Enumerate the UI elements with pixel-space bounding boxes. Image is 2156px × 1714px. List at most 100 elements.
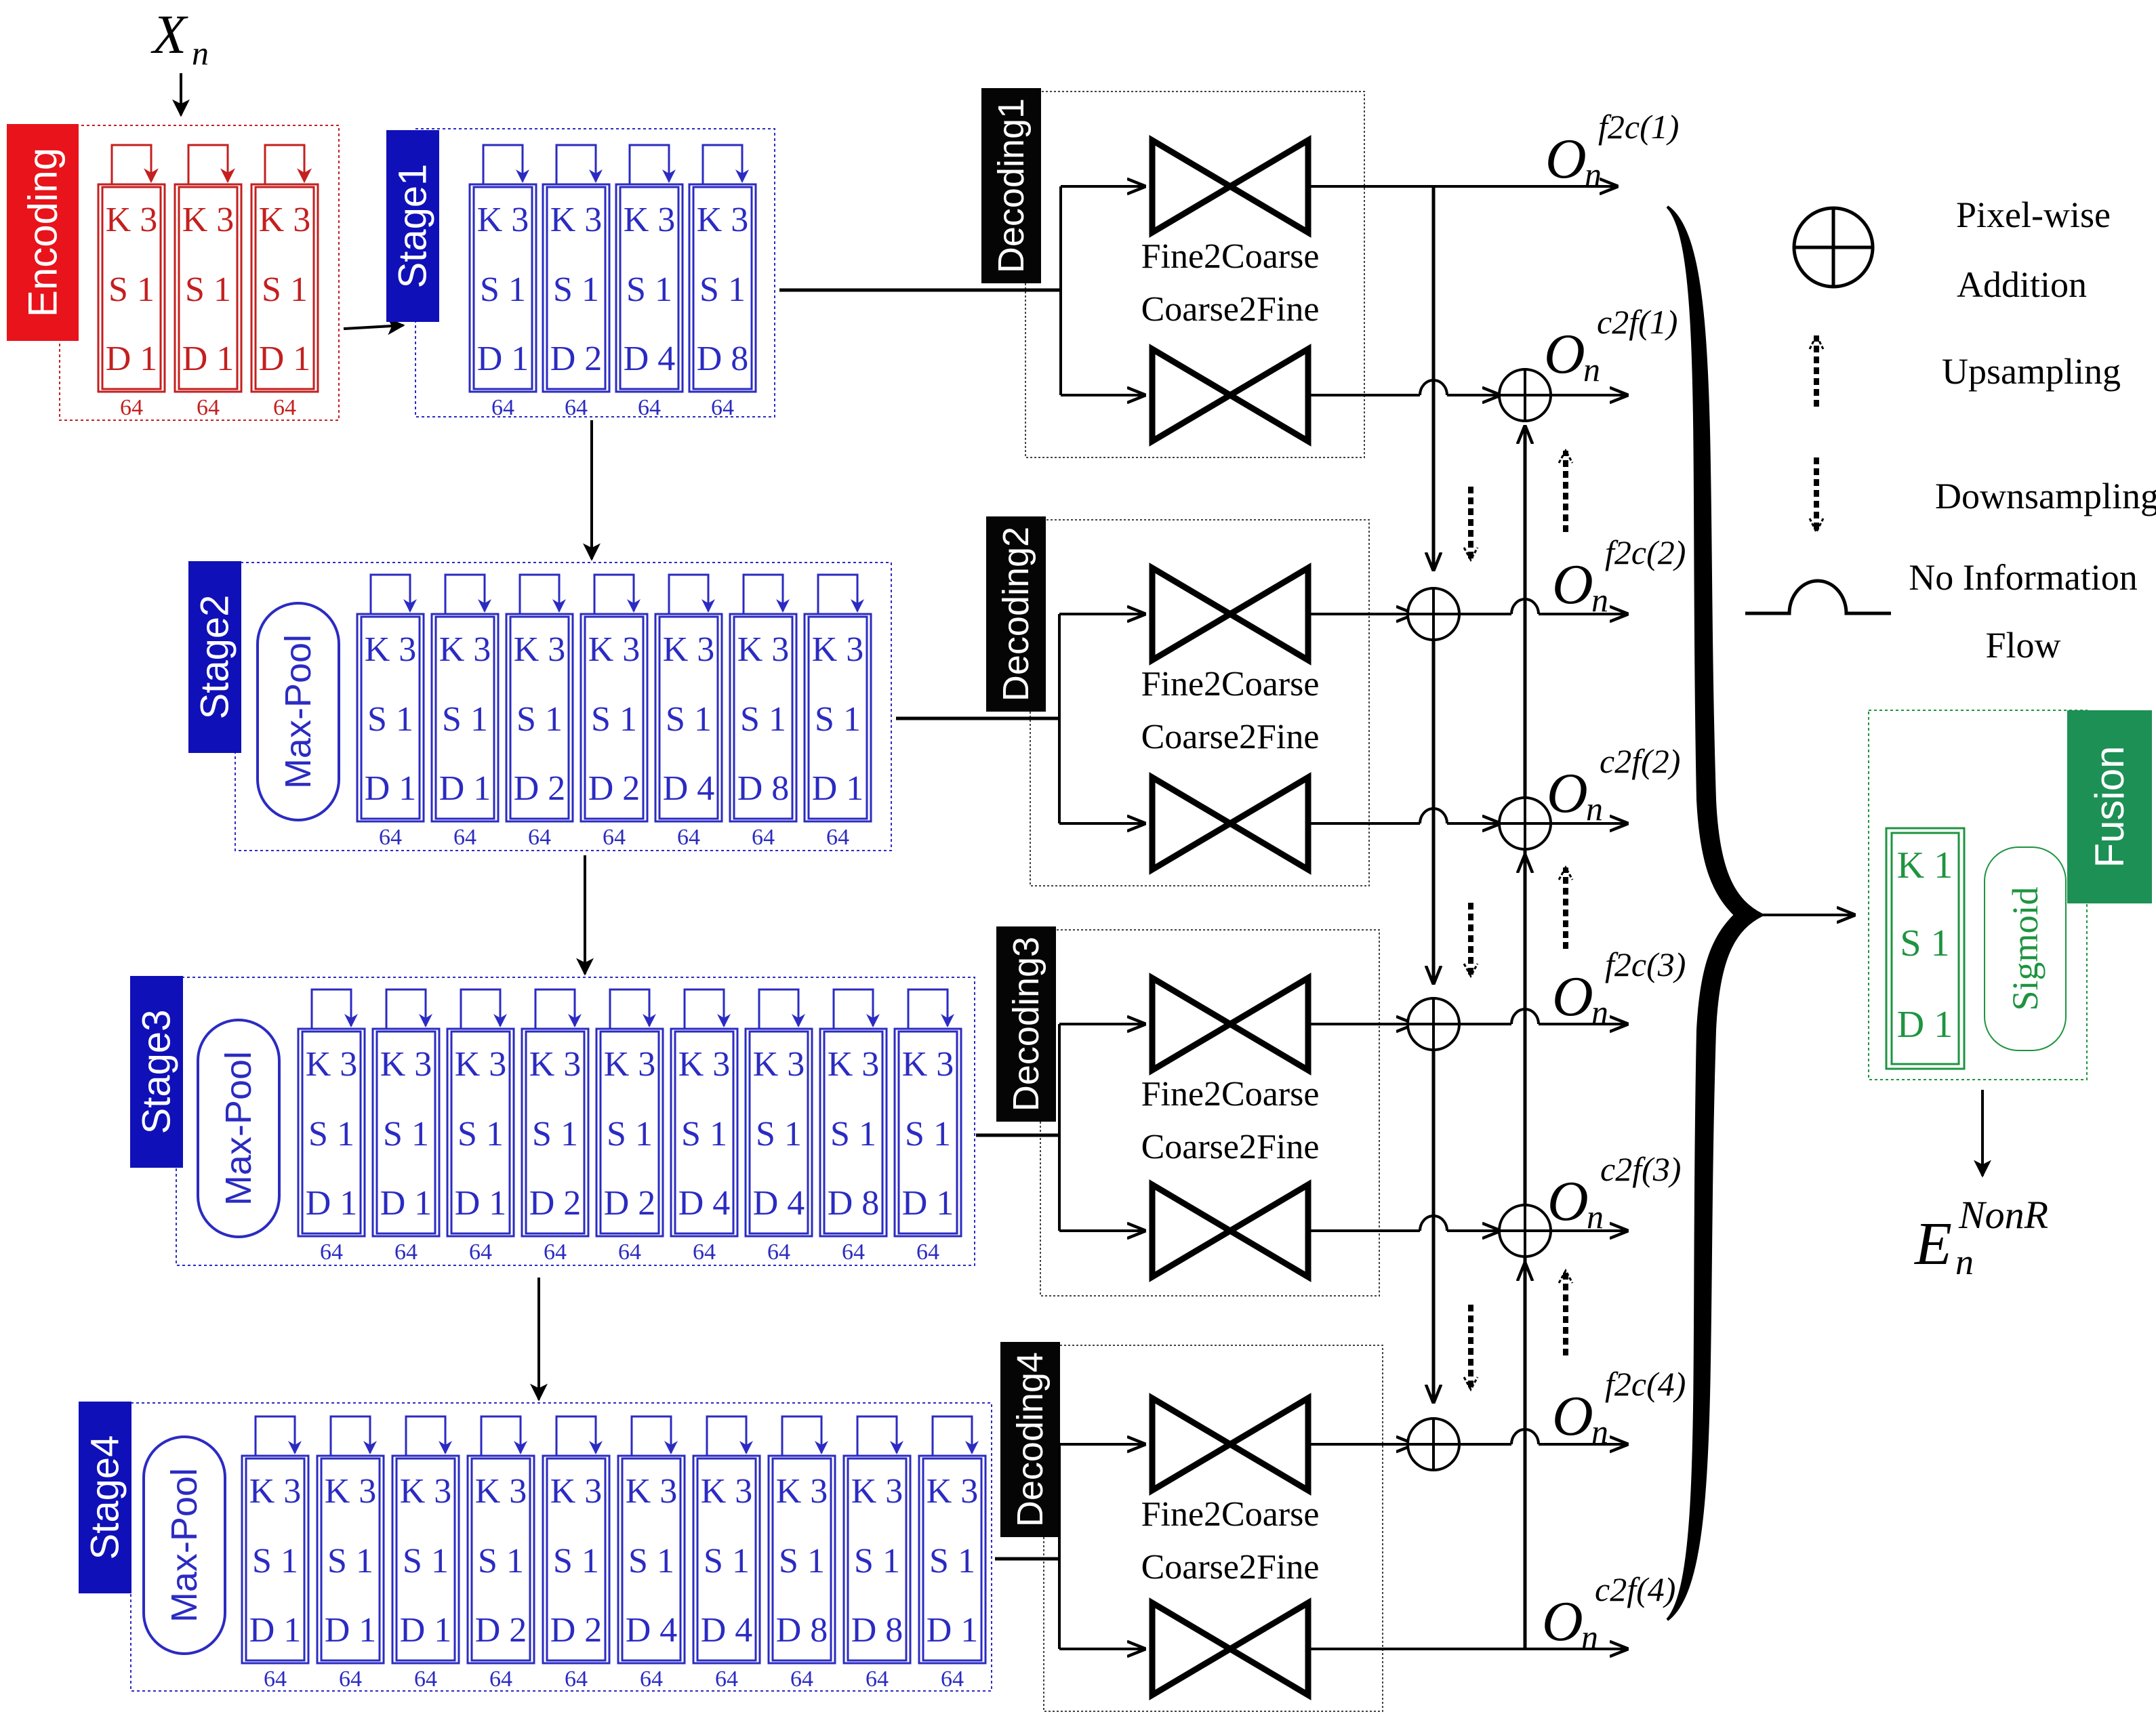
stage2-residual-loop: [742, 573, 790, 614]
stage4-layer-dilation: D 1: [400, 1611, 452, 1650]
stage3-layer: K 3S 1D 164: [371, 988, 441, 1265]
fusion-conv-dilation: D 1: [1897, 1004, 1953, 1046]
stage2-layer-inner-box: [807, 615, 868, 820]
stage2-layer: K 3S 1D 864: [729, 573, 798, 850]
stage4-layer-inner-box: [847, 1457, 908, 1662]
stage3-layer-inner-box: [525, 1030, 586, 1235]
legend: Pixel-wiseAdditionUpsamplingDownsampling…: [1745, 195, 2156, 666]
fine2coarse-label: Fine2Coarse: [1141, 1495, 1320, 1534]
stage4-layer-channels: 64: [264, 1667, 287, 1692]
stage4-layer-box: [391, 1454, 460, 1665]
stage4-layer-inner-box: [470, 1457, 531, 1662]
stage3-layer: K 3S 1D 264: [521, 988, 590, 1265]
stage3-layer-channels: 64: [394, 1240, 418, 1265]
stage1-layer: K 3S 1D 264: [542, 144, 611, 420]
stage4-residual-loop: [254, 1415, 302, 1456]
stage2-layer-kernel: K 3: [514, 630, 566, 669]
stage3-residual-loop: [907, 988, 954, 1029]
stage3-layer-inner-box: [375, 1030, 436, 1235]
stage4-residual-loop: [630, 1415, 678, 1456]
stage2-residual-loop: [668, 573, 715, 614]
stage4-layer-box: [466, 1454, 535, 1665]
stage1-layer-inner-box: [472, 186, 533, 390]
stage1-layer-dilation: D 8: [697, 340, 749, 378]
stage3-layer-box: [744, 1027, 813, 1238]
stage4-layer-stride: S 1: [252, 1542, 298, 1580]
stage2-layer-kernel: K 3: [588, 630, 640, 669]
stage3-layer: K 3S 1D 264: [595, 988, 664, 1265]
output-sub: n: [1591, 993, 1608, 1031]
stage3-layer-stride: S 1: [830, 1115, 876, 1154]
fusion-tag: Fusion: [2067, 710, 2152, 903]
stage-tag-bg: [130, 976, 183, 1168]
stage4-layer: K 3S 1D 864: [767, 1415, 836, 1692]
stage1-layer: K 3S 1D 464: [615, 144, 684, 420]
encoding-to-stage1-arrow: [343, 317, 405, 335]
stage3-layer: K 3S 1D 164: [446, 988, 515, 1265]
legend-addition-line1: Pixel-wise: [1956, 195, 2111, 235]
stage1-residual-loop: [628, 144, 676, 184]
stage2-layer-stride: S 1: [516, 700, 563, 739]
stage1-layer: K 3S 1D 864: [688, 144, 757, 420]
encoding-layer: K 3S 1D 164: [174, 144, 243, 420]
stage3-layer-stride: S 1: [457, 1115, 504, 1154]
stage3-layer-kernel: K 3: [380, 1045, 432, 1084]
fine2coarse-label: Fine2Coarse: [1141, 665, 1320, 703]
stage2-layer-kernel: K 3: [439, 630, 491, 669]
downsampling-arrow-2-head: [1463, 963, 1479, 979]
stage3-layer-dilation: D 1: [455, 1184, 507, 1223]
stage1-layer-dilation: D 2: [550, 340, 603, 378]
stage3-layer-dilation: D 1: [380, 1184, 432, 1223]
stage3-layer-box: [371, 1027, 441, 1238]
addition-icon: [1792, 206, 1875, 289]
stage3-layer-dilation: D 1: [306, 1184, 358, 1223]
stage3-layer-stride: S 1: [756, 1115, 802, 1154]
legend-addition-line2: Addition: [1957, 264, 2087, 305]
stage4-layer-dilation: D 8: [776, 1611, 828, 1650]
stage3-layer-channels: 64: [693, 1240, 716, 1265]
stage3-layer-box: [595, 1027, 664, 1238]
stage1-layer-box: [542, 183, 611, 393]
stage2-residual-loop: [817, 573, 864, 614]
stage4-layer-stride: S 1: [553, 1542, 599, 1580]
stage4-layer-stride: S 1: [403, 1542, 449, 1580]
stage4-residual-loop: [781, 1415, 828, 1456]
stage2-residual-loop: [369, 573, 417, 614]
stage4-layer-kernel: K 3: [626, 1472, 678, 1511]
fusion-conv-kernel: K 1: [1897, 844, 1953, 886]
stage-tag-bg: [188, 561, 241, 753]
stage2-layer-kernel: K 3: [812, 630, 864, 669]
stage3-layer-stride: S 1: [905, 1115, 951, 1154]
stage1-layer-kernel: K 3: [624, 201, 676, 239]
encoding-layer-box: [97, 183, 166, 393]
stage2-layer-box: [505, 613, 574, 823]
stage3-layer-kernel: K 3: [455, 1045, 507, 1084]
encoding-layer-channels: 64: [273, 395, 296, 420]
stage4-layer-kernel: K 3: [776, 1472, 828, 1511]
no-flow-icon: [1745, 579, 1891, 615]
output-sup: c2f(2): [1600, 742, 1680, 780]
c2f-add-node: [1498, 368, 1552, 422]
stage3-residual-loop: [460, 988, 507, 1029]
decoding-frame: [1030, 519, 1370, 886]
stage2-layer-box: [356, 613, 425, 823]
stage3-layer-channels: 64: [842, 1240, 865, 1265]
input-sub: n: [192, 34, 209, 72]
stage4-residual-loop: [480, 1415, 527, 1456]
stage2-layer-kernel: K 3: [663, 630, 715, 669]
legend-downsampling: Downsampling: [1935, 476, 2156, 516]
decoding-tag-bg: [996, 926, 1056, 1122]
encoding-layer-stride: S 1: [108, 270, 155, 309]
stage3-layer-kernel: K 3: [753, 1045, 805, 1084]
stage4-layer-inner-box: [320, 1457, 381, 1662]
sigmoid-label: Sigmoid: [2005, 886, 2046, 1011]
output-sub: n: [1586, 790, 1603, 828]
stage2-layer: K 3S 1D 464: [654, 573, 723, 850]
encoding-layer-stride: S 1: [185, 270, 231, 309]
stage4-layer-dilation: D 2: [475, 1611, 527, 1650]
stage3-layer-channels: 64: [544, 1240, 567, 1265]
stage3-layer-channels: 64: [767, 1240, 790, 1265]
